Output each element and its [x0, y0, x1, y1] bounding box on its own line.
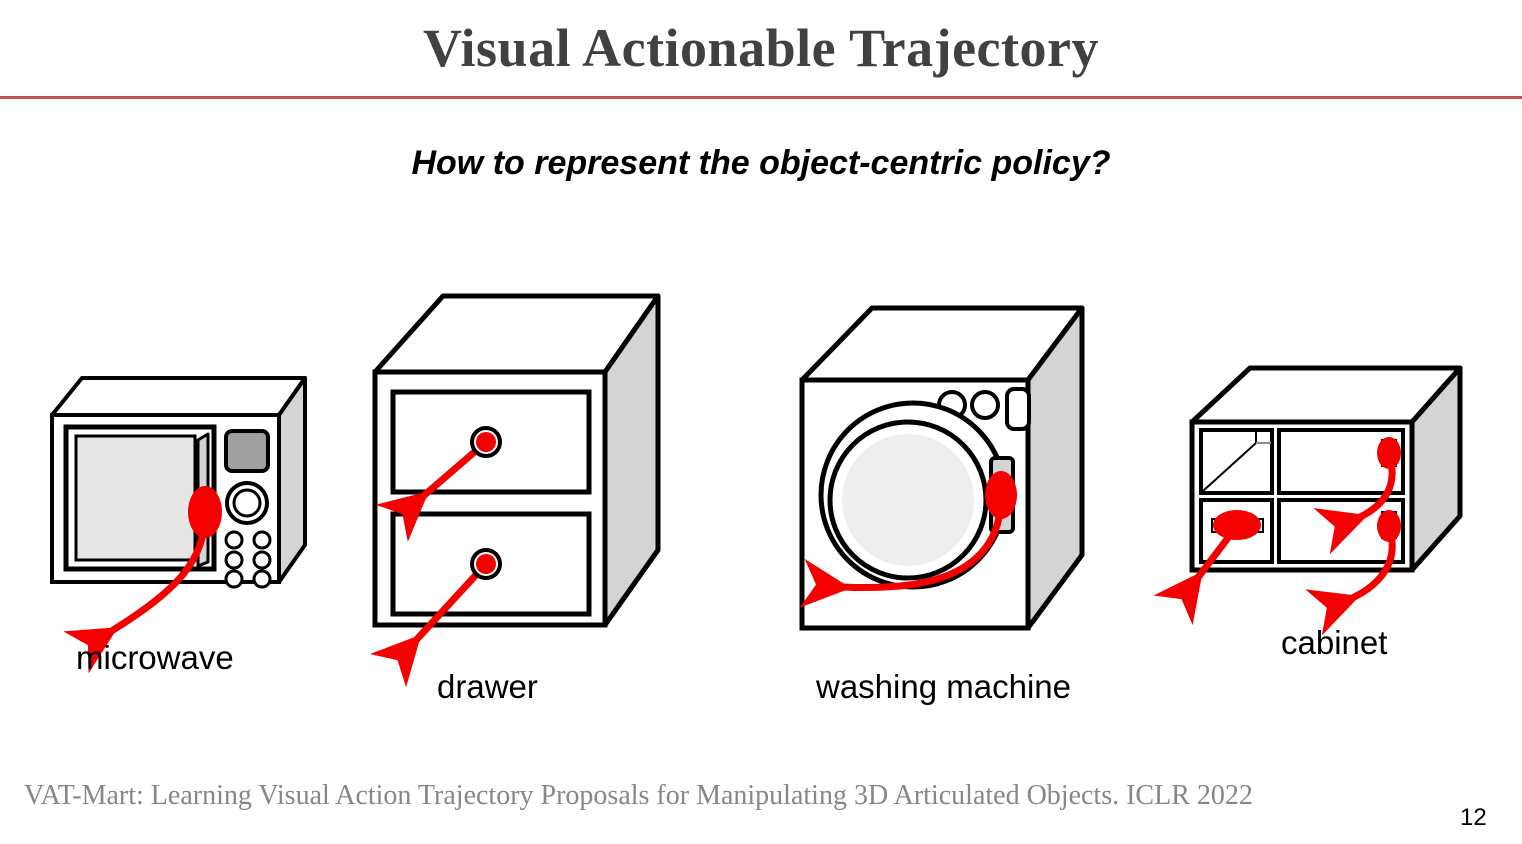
microwave-side-face [277, 376, 307, 584]
microwave-button-icon [252, 569, 272, 589]
title-divider-rule [0, 96, 1522, 99]
drawer-contact-point-lower [476, 554, 496, 574]
drawer-trajectory-arrow-upper [375, 438, 490, 542]
microwave-button-icon [224, 569, 244, 589]
figure-label-washing-machine: washing machine [816, 668, 1071, 705]
microwave-top-face [50, 376, 307, 417]
microwave-button-icon [252, 530, 272, 550]
microwave-window-glass [74, 434, 197, 562]
washer-contact-point [985, 471, 1017, 519]
slide-subtitle: How to represent the object-centric poli… [411, 144, 1111, 182]
figure-row: microwave [0, 250, 1522, 720]
page-number: 12 [1460, 804, 1487, 831]
washer-trajectory-arrow [799, 491, 1005, 608]
microwave-display-panel [224, 429, 270, 473]
microwave-contact-point [188, 486, 222, 538]
drawer-trajectory-arrow-lower [370, 560, 490, 688]
washer-display-icon [1005, 387, 1031, 431]
microwave-button-icon [224, 530, 244, 550]
page-title: Visual Actionable Trajectory [423, 18, 1099, 78]
figure-microwave [50, 376, 307, 674]
footer-citation: VAT-Mart: Learning Visual Action Traject… [24, 780, 1253, 811]
cabinet-door-hinge-line [1202, 442, 1257, 492]
drawer-contact-point-upper [476, 432, 496, 452]
figure-cabinet [1153, 365, 1463, 636]
cabinet-contact-point-bottom-left [1213, 510, 1261, 540]
figure-washing-machine [799, 305, 1085, 631]
microwave-dial-inner-icon [232, 488, 262, 518]
cabinet-contact-point-bottom-right [1377, 510, 1401, 542]
figure-label-microwave: microwave [76, 639, 234, 676]
washer-knob-icon [970, 390, 1000, 420]
figure-drawer [370, 293, 661, 688]
cabinet-contact-point-top-right [1377, 437, 1401, 469]
figure-label-drawer: drawer [437, 668, 538, 705]
microwave-button-icon [224, 550, 244, 570]
washer-door-glass [842, 434, 974, 566]
figure-label-cabinet: cabinet [1281, 624, 1388, 661]
microwave-button-icon [252, 550, 272, 570]
